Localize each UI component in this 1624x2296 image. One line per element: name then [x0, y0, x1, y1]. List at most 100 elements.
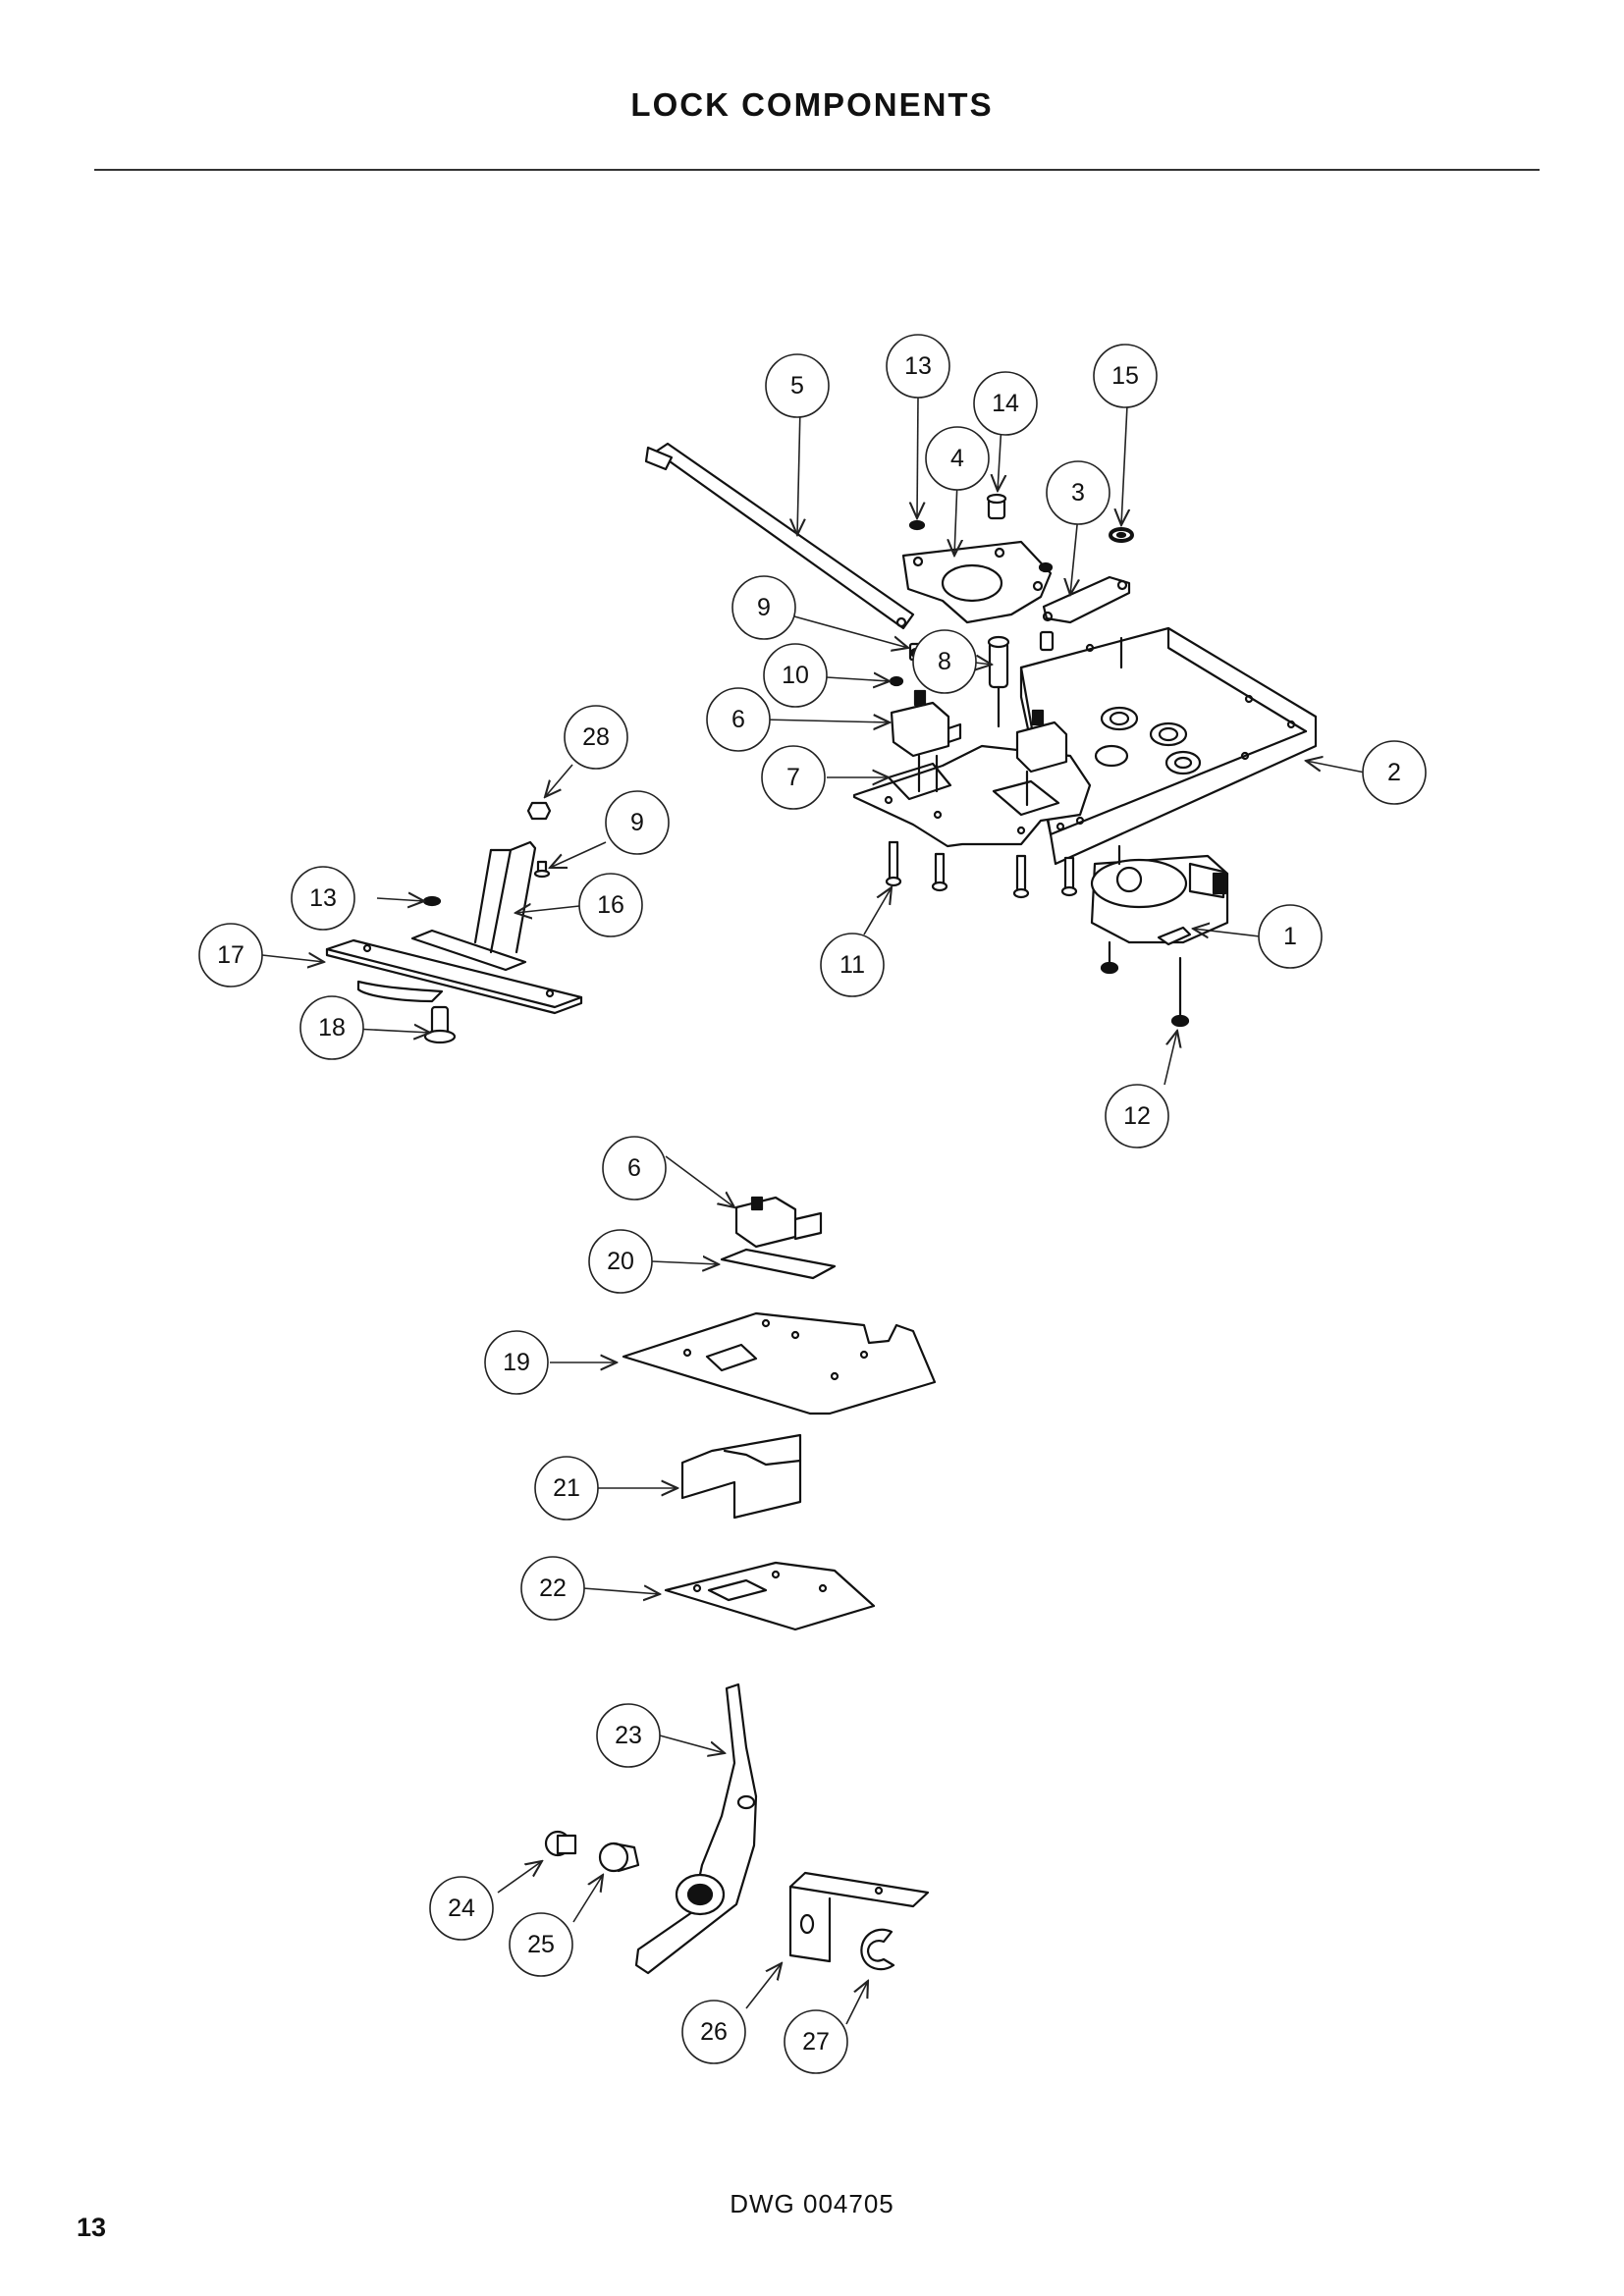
- part-20-insulator: [720, 1248, 837, 1280]
- leader-16: [515, 906, 580, 913]
- callout-label: 9: [757, 594, 771, 621]
- callout-13b: [291, 866, 355, 931]
- leader-9b: [550, 841, 607, 868]
- leader-28: [545, 764, 573, 797]
- callout-6a: [706, 687, 771, 752]
- page-title: LOCK COMPONENTS: [630, 86, 994, 123]
- leader-10: [826, 677, 890, 681]
- callout-23: [596, 1703, 661, 1768]
- callout-label: 10: [782, 662, 809, 689]
- callout-6b: [602, 1136, 667, 1201]
- callout-19: [484, 1330, 549, 1395]
- callout-label: 17: [217, 941, 244, 969]
- callout-label: 14: [992, 390, 1019, 417]
- callout-label: 24: [448, 1895, 475, 1922]
- callout-label: 5: [790, 372, 804, 400]
- callout-label: 4: [950, 445, 964, 472]
- leader-24: [497, 1861, 542, 1894]
- callout-10: [763, 643, 828, 708]
- leader-13b: [376, 898, 424, 901]
- callout-20: [588, 1229, 653, 1294]
- leader-17: [261, 955, 324, 962]
- callout-2: [1362, 740, 1427, 805]
- callout-25: [509, 1912, 573, 1977]
- callout-7: [761, 745, 826, 810]
- callout-17: [198, 923, 263, 988]
- callout-15: [1093, 344, 1158, 408]
- callout-label: 12: [1123, 1102, 1151, 1130]
- part-5-link-rod: [644, 442, 915, 630]
- callout-13a: [886, 334, 950, 399]
- callout-label: 9: [630, 809, 644, 836]
- leader-22: [582, 1588, 660, 1594]
- leader-5: [797, 406, 800, 535]
- callout-26: [681, 2000, 746, 2064]
- hardware-left: [422, 801, 552, 907]
- callout-label: 23: [615, 1722, 642, 1749]
- callout-24: [429, 1876, 494, 1941]
- part-18-stud: [423, 1005, 457, 1044]
- callout-1: [1258, 904, 1323, 969]
- part-3-bracket: [1042, 575, 1131, 624]
- callout-9b: [605, 790, 670, 855]
- part-22-bottom-plate: [664, 1561, 876, 1631]
- callout-12: [1105, 1084, 1169, 1148]
- callout-label: 3: [1071, 479, 1085, 507]
- leader-3: [1070, 514, 1078, 595]
- leader-4: [954, 480, 957, 556]
- callout-28: [564, 705, 628, 770]
- callout-label: 11: [839, 951, 865, 979]
- leader-13a: [917, 397, 918, 518]
- page-number: 13: [77, 2213, 107, 2242]
- callout-label: 13: [309, 884, 337, 912]
- part-6-switch: [734, 1196, 823, 1249]
- title-divider: [94, 169, 1540, 171]
- part-25-spacer: [598, 1842, 640, 1873]
- callout-label: 6: [627, 1154, 641, 1182]
- part-1-motor: [1090, 844, 1229, 1028]
- part-19-base-plate: [622, 1311, 937, 1415]
- callout-4: [925, 426, 990, 491]
- leader-11: [863, 887, 892, 935]
- callout-label: 19: [503, 1349, 530, 1376]
- callout-label: 26: [700, 2018, 728, 2046]
- callout-label: 18: [318, 1014, 346, 1041]
- leader-6b: [665, 1155, 734, 1207]
- part-6-switch-assembly: [889, 675, 1068, 807]
- callout-label: 15: [1111, 362, 1139, 390]
- callout-label: 7: [786, 764, 800, 791]
- callout-8: [912, 629, 977, 694]
- leader-25: [572, 1875, 603, 1923]
- part-4-cam-plate: [901, 540, 1053, 624]
- callout-label: 6: [731, 706, 745, 733]
- part-17-base-bar: [325, 938, 583, 1015]
- callout-11: [820, 933, 885, 997]
- leader-27: [845, 1981, 868, 2025]
- drawing-number: DWG 004705: [730, 2189, 894, 2218]
- part-26-angle-bracket: [788, 1871, 930, 1963]
- part-21-shield: [680, 1433, 802, 1520]
- part-27-e-clip: [860, 1928, 895, 1971]
- callout-9a: [731, 575, 796, 640]
- leader-26: [745, 1963, 782, 2009]
- callout-label: 2: [1387, 759, 1401, 786]
- part-8-pin: [987, 635, 1010, 728]
- part-2-tray: [1019, 626, 1318, 866]
- callout-5: [765, 353, 830, 418]
- callout-label: 28: [582, 723, 610, 751]
- callout-27: [784, 2009, 848, 2074]
- callout-label: 20: [607, 1248, 634, 1275]
- callout-label: 1: [1283, 923, 1297, 950]
- part-24-bushing: [544, 1830, 577, 1857]
- leader-20: [651, 1261, 719, 1264]
- leader-9a: [793, 615, 908, 648]
- callout-label: 22: [539, 1575, 567, 1602]
- leader-12: [1164, 1031, 1177, 1086]
- leader-6a: [762, 720, 890, 722]
- callout-label: 8: [938, 648, 951, 675]
- callout-14: [973, 371, 1038, 436]
- leader-18: [352, 1029, 430, 1033]
- leader-15: [1121, 404, 1127, 525]
- callout-18: [299, 995, 364, 1060]
